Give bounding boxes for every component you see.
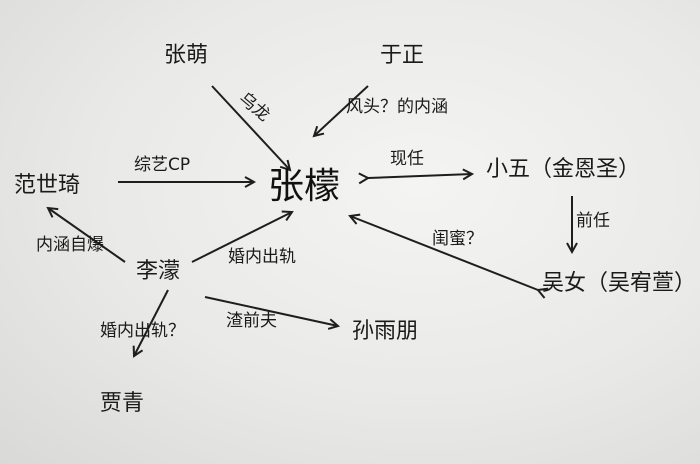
node-yu-zheng: 于正	[380, 43, 424, 68]
edge-label-bestie: 闺蜜？	[432, 229, 483, 249]
arrow-limeng-sun	[204, 296, 338, 326]
node-xiao-wu: 小五（金恩圣）	[486, 157, 640, 182]
node-jia-qing: 贾青	[100, 391, 144, 416]
edge-label-affair: 婚内出轨	[228, 247, 296, 267]
node-zhang-meng: 张萌	[164, 43, 208, 68]
edge-label-wulong: 乌龙	[235, 89, 274, 126]
edge-label-current: 现任	[390, 149, 424, 169]
node-li-meng: 李濛	[136, 259, 180, 284]
edge-label-fengtou: 风头？的内涵	[346, 97, 448, 117]
edge-label-variety-cp: 综艺CP	[134, 155, 190, 175]
arrow-limeng-jia	[134, 289, 169, 356]
node-wu-nv: 吴女（吴宥萱）	[542, 271, 696, 296]
edge-label-affair-q: 婚内出轨？	[100, 321, 185, 341]
arrow-zhangmeng-center	[211, 85, 290, 170]
edge-label-former: 前任	[576, 211, 610, 231]
arrow-center-xiaowu	[368, 174, 472, 178]
arrow-limeng-fan	[48, 208, 126, 263]
node-center: 张檬	[268, 166, 340, 207]
arrow-limeng-center	[191, 212, 292, 263]
arrow-wunv-center	[350, 216, 538, 290]
edge-label-ex-husband: 渣前夫	[226, 311, 277, 331]
node-fan-shiqi: 范世琦	[14, 173, 80, 198]
edge-label-self-expose: 内涵自爆	[36, 235, 104, 255]
node-sun-yupeng: 孙雨朋	[352, 319, 418, 344]
arrow-yuzheng-center	[314, 85, 369, 136]
